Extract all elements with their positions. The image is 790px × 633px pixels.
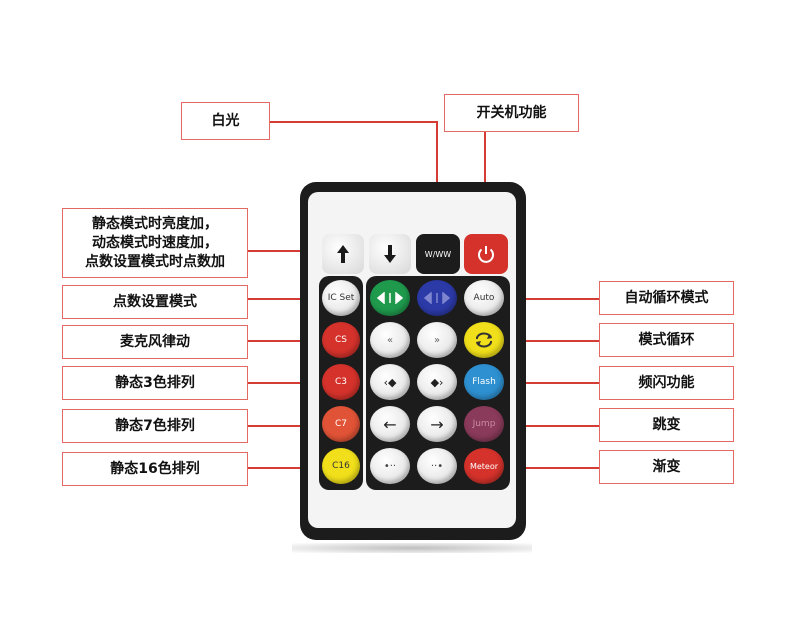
power-icon [478,246,494,263]
connector-white-light [270,121,438,123]
connector-white-light [436,121,438,231]
auto-key-label: Auto [473,293,495,303]
label-white-light: 白光 [181,102,270,140]
ww-key-label: W/WW [424,249,452,259]
meteor-key-label: Meteor [469,461,499,471]
label-power: 开关机功能 [444,94,579,132]
label-point-setting: 点数设置模式 [62,285,248,319]
meteor-button[interactable]: Meteor [464,448,504,484]
c3-key-label: C3 [334,377,347,387]
down-button[interactable] [369,234,411,274]
speed-down-button[interactable]: « [370,322,410,358]
direction-left-button[interactable]: ← [370,406,410,442]
label-static7: 静态7色排列 [62,409,248,443]
c7-key-label: C7 [334,419,347,429]
dots-right-icon: ··• [430,460,444,472]
arrow-right-icon: → [430,414,444,434]
c16-button[interactable]: C16 [322,448,360,484]
jump-key-label: Jump [472,419,496,429]
connector-static16 [248,467,338,469]
label-static3: 静态3色排列 [62,366,248,400]
double-chevron-left-icon: « [386,334,394,346]
ic-set-button[interactable]: IC Set [322,280,360,316]
white-light-button[interactable]: W/WW [416,234,460,274]
arrow-left-icon: ← [383,414,397,434]
arrow-up-icon [337,245,349,263]
cycle-arrows-icon [476,332,492,348]
connector-jump [485,425,599,427]
jump-button[interactable]: Jump [464,406,504,442]
dot-right-button[interactable]: ··• [417,448,457,484]
connector-auto [485,298,599,300]
diamond-left-icon: ‹◆ [383,375,397,389]
speed-up-button[interactable]: » [417,322,457,358]
point-right-button[interactable]: ◆› [417,364,457,400]
connector-mic [248,340,338,342]
dots-left-icon: •·· [383,460,397,472]
connector-static7 [248,425,338,427]
connector-gradient [485,467,599,469]
up-button[interactable] [322,234,364,274]
dot-left-button[interactable]: •·· [370,448,410,484]
label-jump: 跳变 [599,408,734,442]
label-mic-rhythm: 麦克风律动 [62,325,248,359]
connector-point-setting [248,298,338,300]
label-flash: 频闪功能 [599,366,734,400]
power-button[interactable] [464,234,508,274]
ic-set-key-label: IC Set [327,293,355,303]
double-arrow-icon [424,292,450,304]
label-gradient: 渐变 [599,450,734,484]
direction-toggle-blue-button[interactable] [417,280,457,316]
point-left-button[interactable]: ‹◆ [370,364,410,400]
double-chevron-right-icon: » [433,334,441,346]
flash-key-label: Flash [472,377,496,387]
direction-right-button[interactable]: → [417,406,457,442]
direction-toggle-green-button[interactable] [370,280,410,316]
flash-button[interactable]: Flash [464,364,504,400]
connector-mode-cycle [485,340,599,342]
connector-brightness [248,250,336,252]
connector-static3 [248,382,338,384]
diamond-right-icon: ◆› [430,375,444,389]
c7-button[interactable]: C7 [322,406,360,442]
cs-button[interactable]: CS [322,322,360,358]
arrow-down-icon [384,245,396,263]
remote-shadow [292,543,532,553]
label-brightness-speed: 静态模式时亮度加， 动态模式时速度加， 点数设置模式时点数加 [62,208,248,278]
label-mode-cycle: 模式循环 [599,323,734,357]
label-static16: 静态16色排列 [62,452,248,486]
cs-key-label: CS [335,335,347,345]
connector-flash [485,382,599,384]
auto-button[interactable]: Auto [464,280,504,316]
c3-button[interactable]: C3 [322,364,360,400]
double-arrow-icon [377,292,403,304]
mode-cycle-button[interactable] [464,322,504,358]
c16-key-label: C16 [332,461,350,471]
label-auto-cycle: 自动循环模式 [599,281,734,315]
